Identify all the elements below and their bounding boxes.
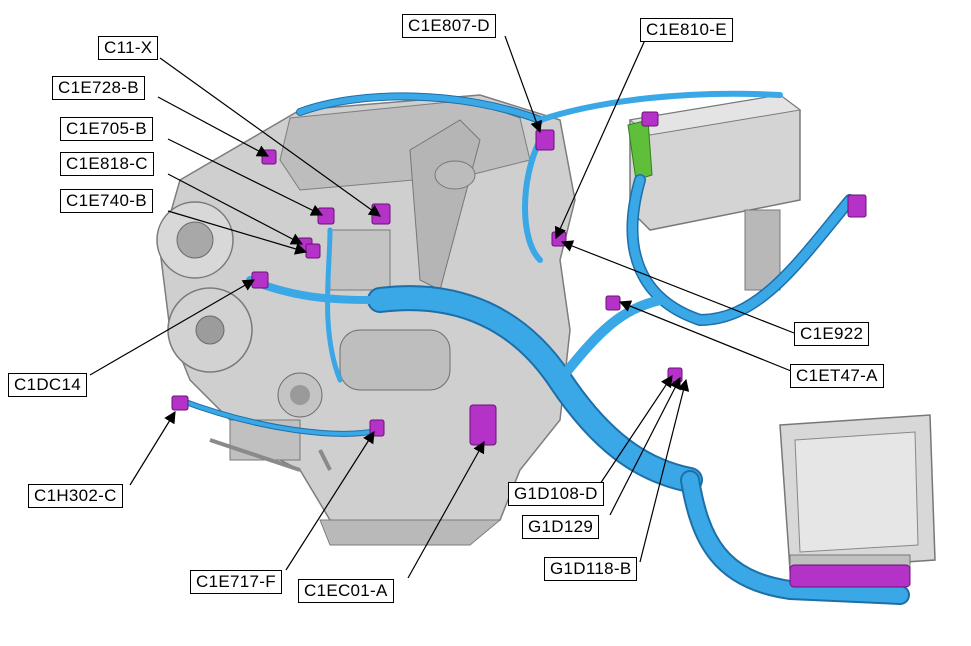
ecu-module (779, 414, 936, 586)
leader-c1e740b (167, 210, 308, 255)
callout-g1d118b: G1D118-B (544, 557, 638, 581)
leader-c1e728b (157, 96, 270, 157)
leader-c1e705b (167, 138, 324, 216)
leader-c1e717f (285, 430, 375, 571)
leader-g1d129 (609, 376, 681, 516)
callout-c1e818c: C1E818-C (60, 152, 154, 176)
engine-block (156, 94, 576, 546)
leader-c1e807d (504, 35, 542, 134)
callout-c1e807d: C1E807-D (402, 14, 496, 38)
leader-c1h302c (129, 410, 176, 486)
leader-g1d118b (639, 378, 690, 563)
leader-c1dc14 (89, 279, 256, 376)
leader-g1d108d (595, 375, 673, 491)
callout-c1dc14: C1DC14 (8, 373, 87, 397)
callout-c1e922: C1E922 (794, 322, 870, 346)
callout-c1e728b: C1E728-B (52, 76, 145, 100)
leader-c1et47a (618, 300, 797, 374)
leader-lines (89, 35, 797, 579)
callout-g1d129: G1D129 (522, 515, 600, 539)
leader-c1ec01a (407, 440, 485, 579)
callout-c1et47a: C1ET47-A (790, 364, 884, 388)
leader-c1e818c (167, 173, 304, 245)
leader-c11x (159, 57, 381, 217)
battery (627, 94, 802, 291)
callout-g1d108d: G1D108-D (508, 482, 604, 506)
callout-c1ec01a: C1EC01-A (298, 579, 394, 603)
callout-c1h302c: C1H302-C (28, 484, 123, 508)
callout-c1e740b: C1E740-B (60, 189, 153, 213)
callout-c11x: C11-X (98, 36, 159, 60)
callout-c1e810e: C1E810-E (640, 18, 733, 42)
leader-c1e922 (560, 240, 795, 334)
callout-c1e717f: C1E717-F (190, 570, 282, 594)
ground-terminal (627, 119, 653, 181)
leader-c1e810e (554, 39, 646, 240)
callout-c1e705b: C1E705-B (60, 117, 153, 141)
